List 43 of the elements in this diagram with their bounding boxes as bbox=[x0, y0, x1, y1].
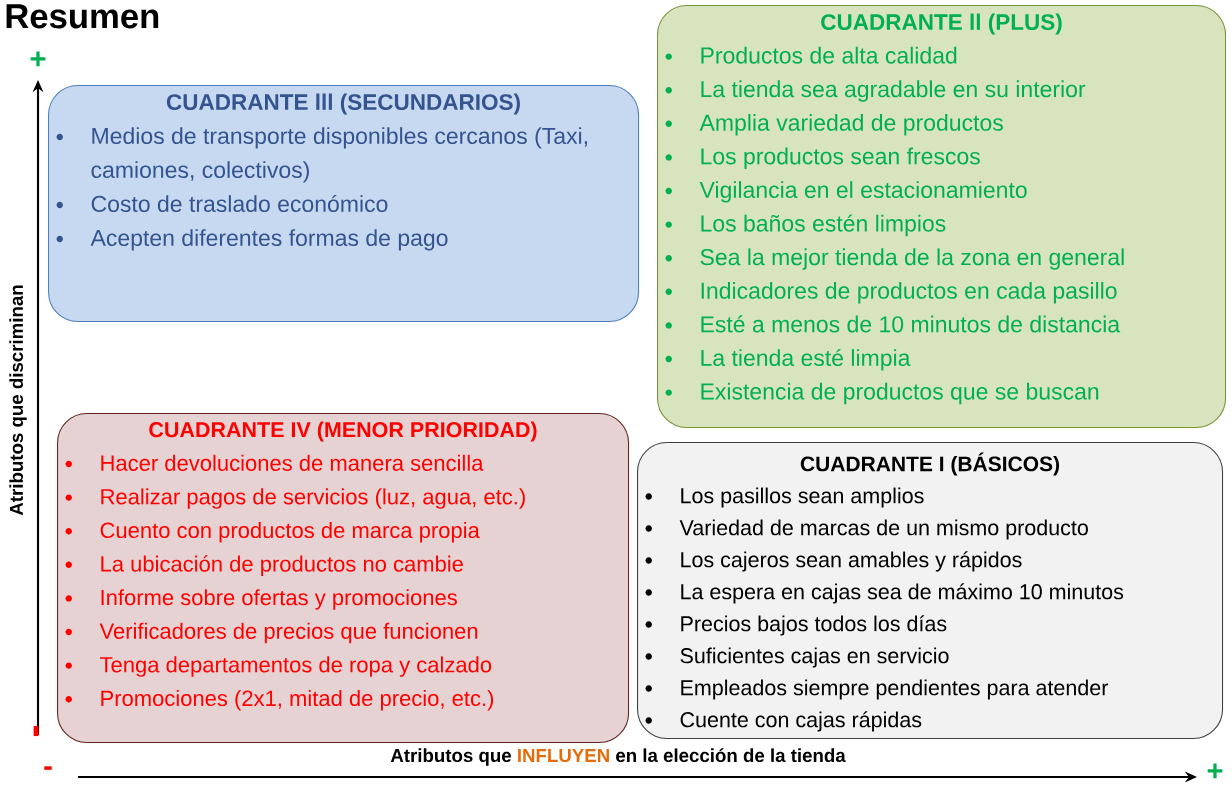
quadrant-box bbox=[57, 413, 630, 744]
list-item: Los productos sean frescos bbox=[665, 147, 980, 169]
list-item: Los baños estén limpios bbox=[665, 214, 946, 237]
list-item: Precios bajos todos los días bbox=[645, 615, 947, 636]
list-item: Realizar pagos de servicios (luz, agua, etc.) bbox=[65, 488, 525, 509]
quadrant-box bbox=[48, 85, 640, 323]
axis-label: Atributos que INFLUYEN en la elección de la tienda bbox=[390, 748, 846, 766]
list-item: La tienda sea agradable en su interior bbox=[665, 80, 1086, 102]
list-item: La ubicación de productos no cambie bbox=[65, 555, 463, 577]
title: Resumen bbox=[6, 4, 159, 29]
heading: CUADRANTE IV (MENOR PRIORIDAD) bbox=[149, 421, 537, 442]
list-item: Tenga departamentos de ropa y calzado bbox=[65, 656, 492, 677]
list-item: Hacer devoluciones de manera sencilla bbox=[65, 454, 484, 471]
list-item: La tienda esté limpia bbox=[665, 348, 911, 371]
quadrant-box bbox=[637, 442, 1224, 740]
heading: CUADRANTE ll (PLUS) bbox=[821, 13, 1062, 35]
list-item: Indicadores de productos en cada pasillo bbox=[665, 281, 1117, 304]
list-item: Informe sobre ofertas y promociones bbox=[65, 589, 457, 610]
list-item: Variedad de marcas de un mismo producto bbox=[645, 519, 1088, 540]
list-item: Amplia variedad de productos bbox=[665, 113, 1003, 136]
list-item: Existencia de productos que se buscan bbox=[665, 382, 1099, 405]
heading: CUADRANTE I (BÁSICOS) bbox=[800, 452, 1059, 476]
list-item: Costo de traslado económico bbox=[56, 194, 388, 213]
list-item: Los cajeros sean amables y rápidos bbox=[645, 551, 1022, 572]
list-item: La espera en cajas sea de máximo 10 minutos bbox=[645, 583, 1124, 604]
plus-sign: + bbox=[30, 51, 46, 67]
heading: CUADRANTE lll (SECUNDARIOS) bbox=[166, 93, 520, 115]
list-item: Productos de alta calidad bbox=[665, 46, 957, 64]
list-item: Medios de transporte disponibles cercanos (Taxi, camiones, colectivos) bbox=[56, 127, 587, 183]
list-item: Acepten diferentes formas de pago bbox=[56, 229, 448, 251]
list-item: Empleados siempre pendientes para atender bbox=[645, 679, 1109, 700]
list-item: Verificadores de precios que funcionen bbox=[65, 622, 478, 644]
list-item: Promociones (2x1, mitad de precio, etc.) bbox=[65, 689, 494, 711]
minus-sign: - bbox=[44, 766, 52, 770]
quadrant-box bbox=[657, 5, 1227, 429]
list-item: Los pasillos sean amplios bbox=[645, 487, 924, 508]
list-item: Cuente con cajas rápidas bbox=[645, 711, 922, 732]
list-item: Suficientes cajas en servicio bbox=[645, 647, 949, 668]
axis-label: Atributos que discriminan bbox=[9, 285, 27, 516]
list-item: Esté a menos de 10 minutos de distancia bbox=[665, 315, 1121, 333]
list-item: Cuento con productos de marca propia bbox=[65, 521, 480, 543]
list-item: Sea la mejor tienda de la zona en general bbox=[665, 248, 1124, 270]
list-item: Vigilancia en el estacionamiento bbox=[665, 181, 1027, 203]
